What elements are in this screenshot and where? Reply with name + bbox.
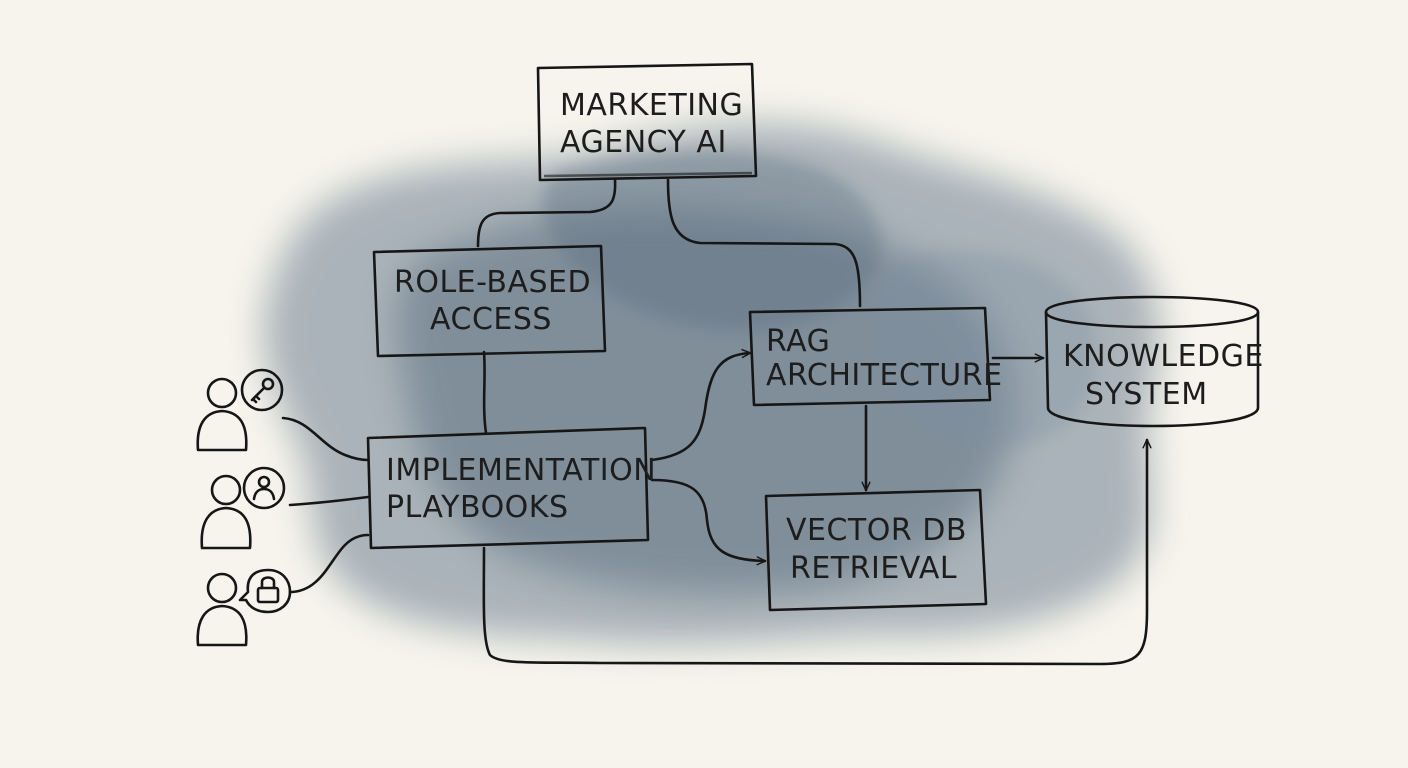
user-with-key[interactable]: [196, 368, 284, 452]
edge-marketing-to-role-access: [476, 178, 617, 248]
edge-user3-to-playbooks: [288, 533, 370, 594]
node-implementation-playbooks-line1: IMPLEMENTATION: [386, 453, 656, 488]
edge-playbooks-to-knowledge: [482, 438, 1152, 666]
edge-role-access-to-playbooks: [482, 350, 488, 435]
node-role-based-access-line2: ACCESS: [430, 302, 552, 337]
node-knowledge-system-line2: SYSTEM: [1085, 377, 1208, 412]
node-role-based-access[interactable]: ROLE-BASED ACCESS: [372, 244, 607, 358]
person-icon: [196, 377, 248, 452]
user-with-profile[interactable]: [200, 466, 286, 550]
edge-user1-to-playbooks: [281, 416, 370, 462]
node-rag-architecture-line2: ARCHITECTURE: [766, 358, 1003, 393]
node-vector-db-retrieval[interactable]: VECTOR DB RETRIEVAL: [764, 488, 988, 612]
person-icon: [196, 572, 248, 647]
node-knowledge-system[interactable]: KNOWLEDGE SYSTEM: [1044, 295, 1264, 428]
edge-marketing-to-rag: [666, 178, 862, 308]
node-rag-architecture[interactable]: RAG ARCHITECTURE: [748, 306, 1003, 407]
node-vector-db-retrieval-line1: VECTOR DB: [786, 513, 967, 548]
edge-user2-to-playbooks: [288, 495, 370, 507]
node-marketing-agency-ai[interactable]: MARKETING AGENCY AI: [536, 62, 758, 182]
node-knowledge-system-line1: KNOWLEDGE: [1063, 339, 1264, 374]
node-marketing-agency-ai-line1: MARKETING: [560, 88, 743, 123]
node-implementation-playbooks[interactable]: IMPLEMENTATION PLAYBOOKS: [366, 426, 656, 550]
connectors: [281, 178, 1152, 666]
user-icon: [242, 466, 286, 510]
node-vector-db-retrieval-line2: RETRIEVAL: [790, 551, 957, 586]
lock-icon: [238, 568, 292, 614]
key-icon: [240, 368, 284, 412]
node-rag-architecture-line1: RAG: [766, 324, 830, 359]
person-icon: [200, 474, 252, 550]
node-role-based-access-line1: ROLE-BASED: [394, 265, 591, 300]
node-implementation-playbooks-line2: PLAYBOOKS: [386, 490, 569, 525]
edge-playbooks-to-rag: [650, 348, 752, 462]
node-marketing-agency-ai-line2: AGENCY AI: [560, 125, 727, 160]
user-with-lock[interactable]: [196, 568, 292, 647]
edge-playbooks-to-vector-db: [650, 478, 767, 566]
